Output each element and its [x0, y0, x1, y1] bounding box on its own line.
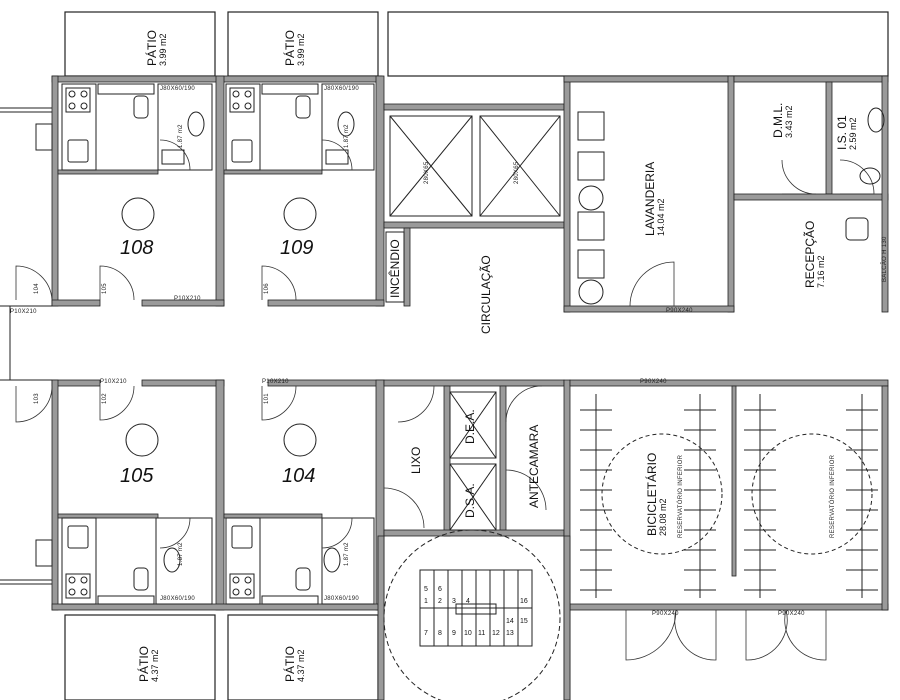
unit-105-number: 105	[120, 465, 154, 487]
patio-b-area: 3.99 m2	[296, 33, 306, 66]
stair-step: 10	[464, 630, 472, 637]
lavanderia-area: 14.04 m2	[656, 198, 666, 236]
door-number-101: 101	[264, 393, 270, 404]
is01-label: I.S. 01 2.59 m2	[835, 115, 858, 150]
patio-c-name: PÁTIO	[137, 645, 151, 682]
door-number-106: 106	[264, 283, 270, 294]
patio-d-name: PÁTIO	[283, 645, 297, 682]
door-code-6: P90X240	[666, 308, 693, 314]
wc-area-4: 1.87 m2	[344, 542, 350, 566]
wc-area-3: 1.87 m2	[178, 542, 184, 566]
stair-step: 7	[424, 630, 428, 637]
patio-b-name: PÁTIO	[283, 29, 297, 66]
lavanderia-label: LAVANDERIA 14.04 m2	[643, 161, 666, 236]
patio-label-d: PÁTIO 4.37 m2	[283, 645, 306, 682]
unit-109-number: 109	[280, 237, 314, 259]
bike-racks	[580, 394, 878, 598]
patio-label-b: PÁTIO 3.99 m2	[283, 29, 306, 66]
window-code-2: J80X60/190	[324, 86, 360, 92]
circulacao-label: CIRCULAÇÃO	[479, 255, 493, 334]
stair-step: 1	[424, 598, 428, 605]
left-edge-units	[0, 107, 52, 585]
bicicletario-label: BICICLETÁRIO 28.08 m2	[645, 452, 668, 536]
unit-104-number: 104	[282, 465, 316, 487]
door-code-8: P90X240	[778, 611, 805, 617]
door-code-4: P10X210	[262, 379, 289, 385]
lixo-label: LIXO	[409, 446, 423, 474]
patio-a-area: 3.99 m2	[158, 33, 168, 66]
unit-108-number: 108	[120, 237, 154, 259]
is01-name: I.S. 01	[835, 115, 849, 150]
wc-area-1: 1.87 m2	[178, 124, 184, 148]
dml-name: D.M.L.	[771, 102, 785, 138]
patio-a-name: PÁTIO	[145, 29, 159, 66]
incendio-label: INCÊNDIO	[388, 239, 402, 298]
patio-d-area: 4.37 m2	[296, 649, 306, 682]
patio-label-a: PÁTIO 3.99 m2	[145, 29, 168, 66]
antecamara-label: ANTECAMARA	[527, 424, 541, 508]
shaft-label-1: 280X65	[424, 161, 430, 185]
balcao-note: BALCÃO H 130	[882, 236, 888, 282]
stair-step: 9	[452, 630, 456, 637]
stair-step: 15	[520, 618, 528, 625]
door-swings	[15, 139, 875, 661]
stair-step: 5	[424, 586, 428, 593]
window-code-1: J80X60/190	[160, 86, 196, 92]
recepcao-name: RECEPÇÃO	[803, 220, 817, 288]
unit-fixtures	[35, 83, 375, 605]
door-number-102: 102	[102, 393, 108, 404]
window-code-4: J80X60/190	[324, 596, 360, 602]
stair-step: 16	[520, 598, 528, 605]
dsa-label: D.S.A.	[463, 483, 477, 518]
door-code-7: P90X240	[652, 611, 679, 617]
door-code-3: P10X210	[100, 379, 127, 385]
stair-step: 6	[438, 586, 442, 593]
staircase	[383, 529, 561, 700]
dea-label: D.E.A.	[463, 409, 477, 444]
stair-step: 13	[506, 630, 514, 637]
door-code-2: P10X210	[10, 309, 37, 315]
window-code-3: J80X60/190	[160, 596, 196, 602]
dml-area: 3.43 m2	[784, 105, 794, 138]
reservatorio-note-1: RESERVATÓRIO INFERIOR	[678, 454, 684, 538]
door-number-103: 103	[34, 393, 40, 404]
is01-area: 2.59 m2	[848, 117, 858, 150]
wc-area-2: 1.87 m2	[344, 124, 350, 148]
stair-step: 11	[478, 630, 486, 637]
door-number-105: 105	[102, 283, 108, 294]
stair-step: 14	[506, 618, 514, 625]
recepcao-area: 7.16 m2	[816, 255, 826, 288]
lavanderia-name: LAVANDERIA	[643, 161, 657, 236]
walls	[51, 75, 889, 700]
stair-step: 4	[466, 598, 470, 605]
recepcao-label: RECEPÇÃO 7.16 m2	[803, 220, 826, 288]
dml-label: D.M.L. 3.43 m2	[771, 102, 794, 138]
door-number-104: 104	[34, 283, 40, 294]
shaft-label-2: 280X65	[514, 161, 520, 185]
washing-machines	[577, 107, 885, 305]
door-code-1: P10X210	[174, 296, 201, 302]
stair-step: 8	[438, 630, 442, 637]
patio-label-c: PÁTIO 4.37 m2	[137, 645, 160, 682]
door-code-5: P90X240	[640, 379, 667, 385]
stair-step: 12	[492, 630, 500, 637]
stair-step: 2	[438, 598, 442, 605]
shafts	[385, 115, 561, 531]
bicicletario-area: 28.08 m2	[658, 498, 668, 536]
patio-c-area: 4.37 m2	[150, 649, 160, 682]
bicicletario-name: BICICLETÁRIO	[645, 452, 659, 536]
reservatorio-note-2: RESERVATÓRIO INFERIOR	[830, 454, 836, 538]
stair-step: 3	[452, 598, 456, 605]
